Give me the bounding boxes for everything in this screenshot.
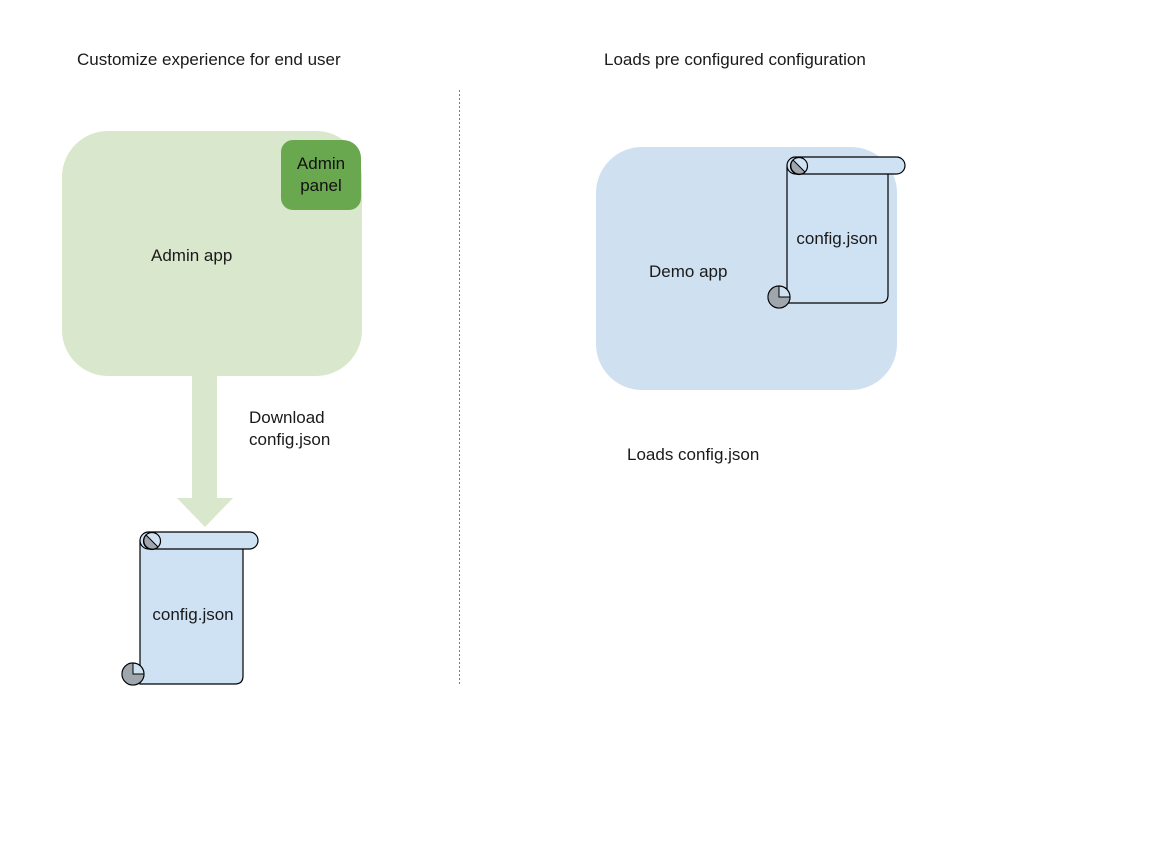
admin-panel-label: Admin panel (296, 154, 346, 195)
config-file-label: config.json (796, 229, 878, 248)
admin-app-label: Admin app (151, 246, 233, 265)
download-arrow-label: Download config.json (249, 408, 331, 449)
loads-config-caption: Loads config.json (627, 445, 760, 464)
download-arrow-icon (177, 375, 233, 527)
divider-line (459, 90, 460, 685)
config-scroll-icon (121, 531, 259, 686)
admin-panel-box: Admin panel (281, 140, 361, 210)
config-scroll-icon (767, 156, 906, 309)
demo-app-label: Demo app (649, 262, 728, 281)
config-file-label: config.json (152, 605, 234, 624)
right-section-title: Loads pre configured configuration (604, 50, 866, 69)
left-section-title: Customize experience for end user (77, 50, 341, 69)
